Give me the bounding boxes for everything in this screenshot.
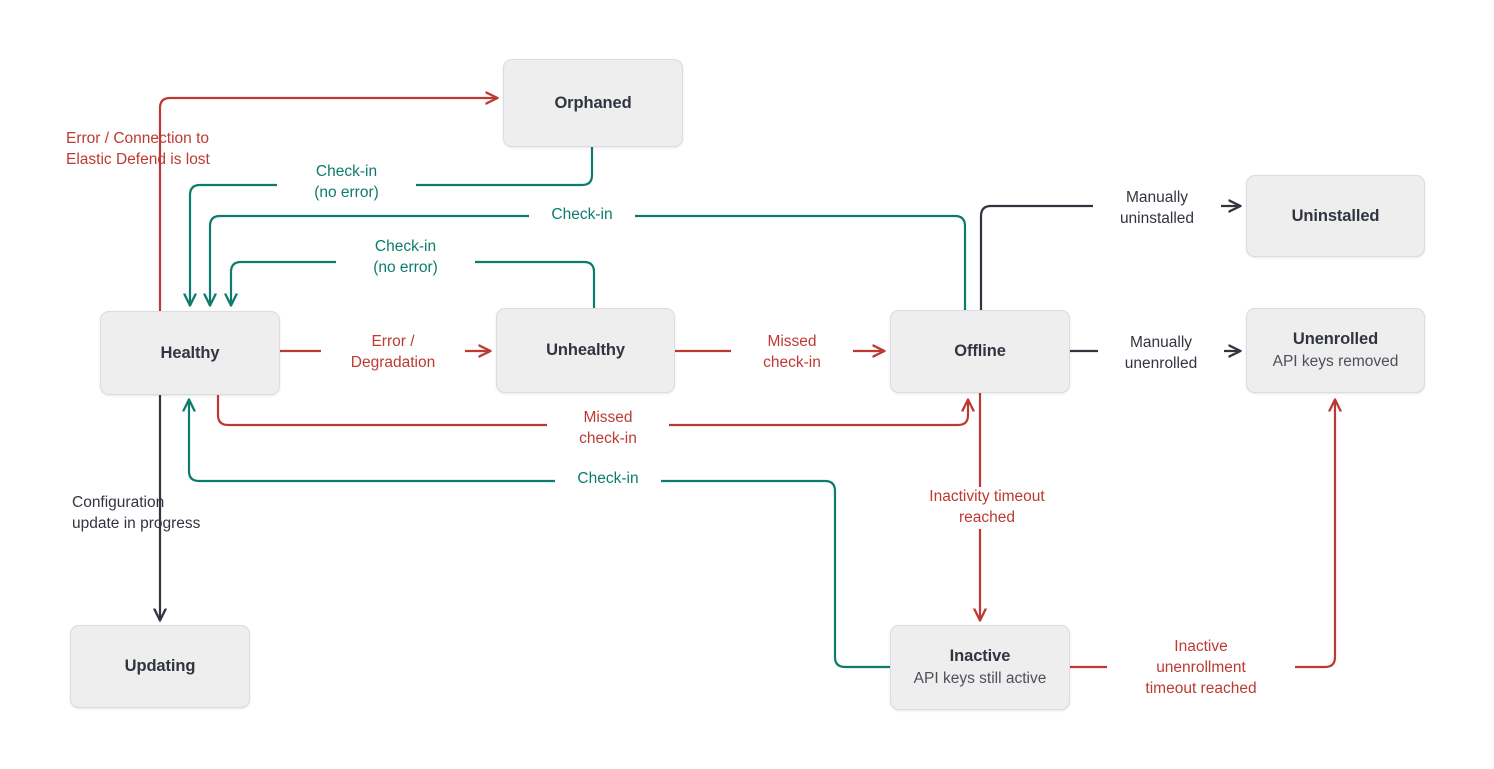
edge-offline-to-uninstalled (979, 206, 1240, 310)
node-updating[interactable]: Updating (70, 625, 250, 708)
edge-label-healthy-to-orphaned: Error / Connection to Elastic Defend is … (66, 130, 210, 168)
node-unenrolled[interactable]: Unenrolled API keys removed (1246, 308, 1425, 393)
node-inactive[interactable]: Inactive API keys still active (890, 625, 1070, 710)
edge-label-healthy-to-updating: Configuration update in progress (72, 494, 201, 532)
node-title: Offline (954, 342, 1006, 361)
node-title: Healthy (160, 343, 220, 362)
edge-label-inactive-to-healthy: Check-in (555, 469, 661, 490)
node-title: Unhealthy (546, 341, 625, 360)
edge-label-offline-to-healthy: Check-in (529, 205, 635, 226)
node-title: Unenrolled (1292, 329, 1379, 348)
node-title: Uninstalled (1291, 206, 1380, 225)
edge-label-orphaned-to-healthy: Check-in (no error) (277, 162, 416, 204)
node-unhealthy[interactable]: Unhealthy (496, 308, 675, 393)
edge-label-offline-to-uninstalled: Manually uninstalled (1093, 188, 1221, 230)
node-healthy[interactable]: Healthy (100, 311, 280, 395)
node-title: Updating (124, 657, 196, 676)
edge-label-inactive-to-unenrolled: Inactive unenrollment timeout reached (1107, 637, 1295, 700)
edge-healthy-to-orphaned (158, 98, 497, 311)
edge-label-healthy-to-offline: Missed check-in (547, 408, 669, 450)
node-uninstalled[interactable]: Uninstalled (1246, 175, 1425, 257)
edge-label-unhealthy-to-healthy: Check-in (no error) (336, 237, 475, 279)
edge-label-healthy-to-unhealthy: Error / Degradation (321, 332, 465, 374)
edge-label-offline-to-inactive: Inactivity timeout reached (893, 487, 1081, 529)
edge-inactive-to-healthy (189, 400, 890, 669)
edge-label-offline-to-unenrolled: Manually unenrolled (1098, 333, 1224, 375)
node-offline[interactable]: Offline (890, 310, 1070, 393)
node-title: Orphaned (554, 93, 632, 112)
node-subtitle: API keys removed (1272, 353, 1399, 371)
node-title: Inactive (949, 646, 1011, 665)
node-orphaned[interactable]: Orphaned (503, 59, 683, 147)
edge-inactive-to-unenrolled (1070, 400, 1335, 669)
edge-label-unhealthy-to-offline: Missed check-in (731, 332, 853, 374)
node-subtitle: API keys still active (913, 670, 1047, 688)
